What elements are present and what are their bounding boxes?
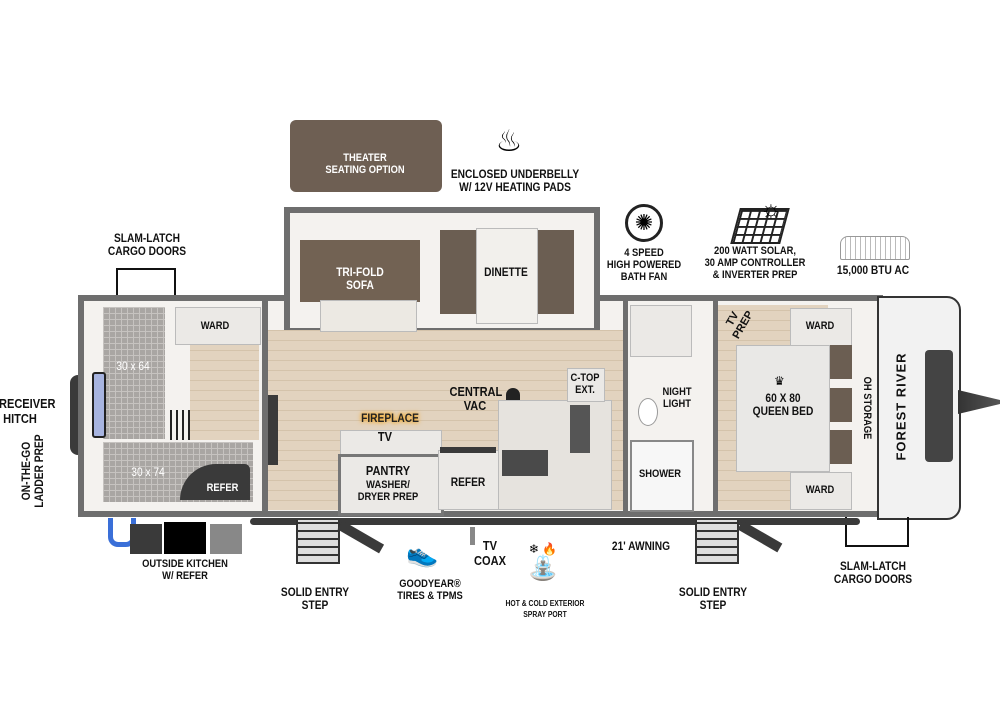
dinette-bench-left xyxy=(440,230,476,314)
goodyear-wingfoot-icon: 👟 xyxy=(406,538,439,568)
bunk-ladder xyxy=(170,410,192,440)
ctop-ext xyxy=(567,368,605,402)
cargo-door-rear xyxy=(116,268,176,298)
entry-step-2-label: SOLID ENTRY STEP xyxy=(678,585,748,612)
outside-kitchen-counter xyxy=(210,524,242,554)
front-window xyxy=(925,350,953,462)
fireplace-tv-cabinet xyxy=(340,430,442,456)
fireplace-label: FIREPLACE xyxy=(361,411,419,425)
tires-label: GOODYEAR® TIRES & TPMS xyxy=(397,578,463,602)
solar-label: 200 WATT SOLAR, 30 AMP CONTROLLER & INVE… xyxy=(704,245,806,281)
coax-connector-icon xyxy=(470,527,475,545)
sun-icon: ☼ xyxy=(760,196,782,223)
underbelly-label: ENCLOSED UNDERBELLY W/ 12V HEATING PADS xyxy=(450,167,580,194)
bunk-upper-label: 30 x 64 xyxy=(116,359,150,373)
refer-main xyxy=(438,450,500,510)
ac-unit-icon xyxy=(840,236,910,260)
outside-kitchen-label: OUTSIDE KITCHEN W/ REFER xyxy=(142,558,228,582)
ward-rear-label: WARD xyxy=(200,320,230,332)
sofa xyxy=(300,240,420,302)
dinette-table xyxy=(476,228,538,324)
entry-door-1[interactable] xyxy=(337,520,385,554)
refer-rear-label: REFER xyxy=(206,482,239,494)
entry-step-1-label: SOLID ENTRY STEP xyxy=(280,585,350,612)
refer-top xyxy=(440,447,496,453)
bath-fan-label: 4 SPEED HIGH POWERED BATH FAN xyxy=(606,247,682,283)
hitch-tongue xyxy=(958,390,1000,414)
receiver-hitch-label: 2" RECEIVER HITCH xyxy=(0,396,56,426)
queen-bed-label: 60 X 80 QUEEN BED xyxy=(752,391,814,418)
theater-seating-label: THEATER SEATING OPTION xyxy=(325,152,405,176)
sink xyxy=(570,405,590,453)
bath-vanity xyxy=(630,305,692,357)
entry-step-2[interactable] xyxy=(695,520,739,564)
ctop-label: C-TOP EXT. xyxy=(570,372,600,396)
oh-storage-door-2 xyxy=(830,388,852,422)
shower xyxy=(630,440,694,512)
theater-seating-icon xyxy=(290,120,442,192)
sofa-label: TRI-FOLD SOFA xyxy=(336,265,384,292)
bath-wall-right xyxy=(713,301,718,511)
ladder-prep-label: ON-THE-GO LADDER PREP xyxy=(19,434,46,508)
shower-label: SHOWER xyxy=(638,468,682,480)
pantry-label: PANTRY xyxy=(365,463,411,478)
awning-label: 21' AWNING xyxy=(611,539,671,553)
bath-wall-left xyxy=(623,301,628,511)
night-light-label: NIGHT LIGHT xyxy=(662,386,692,410)
pantry xyxy=(338,454,444,516)
oh-storage-door-3 xyxy=(830,430,852,464)
dinette-label: DINETTE xyxy=(484,265,528,279)
awning-rail xyxy=(250,518,860,525)
fan-icon: ✺ xyxy=(625,204,663,242)
ward-front-top-label: WARD xyxy=(805,320,835,332)
refer-main-label: REFER xyxy=(450,475,486,489)
tv-label: TV xyxy=(377,429,393,444)
toilet-icon xyxy=(638,398,658,426)
slam-latch-front-label: SLAM-LATCH CARGO DOORS xyxy=(833,559,913,586)
brand-logo: FOREST RIVER xyxy=(893,352,909,461)
entry-step-1[interactable] xyxy=(296,520,340,564)
sofa-cushion xyxy=(320,300,417,332)
spray-port-label: HOT & COLD EXTERIOR SPRAY PORT xyxy=(505,599,585,619)
outside-kitchen-refer xyxy=(164,522,206,554)
outside-kitchen-grill xyxy=(130,524,162,554)
washer-dryer-label: WASHER/ DRYER PREP xyxy=(357,479,419,503)
rear-window xyxy=(92,372,106,438)
tv-wall-rear xyxy=(268,395,278,465)
heat-icon: ♨ xyxy=(495,125,523,158)
oh-storage-door-1 xyxy=(830,345,852,379)
queen-bed xyxy=(736,345,830,472)
ac-label: 15,000 BTU AC xyxy=(836,263,910,277)
slam-latch-rear-label: SLAM-LATCH CARGO DOORS xyxy=(107,231,187,258)
bunk-upper xyxy=(103,307,165,439)
tv-coax-label: TV COAX xyxy=(474,538,506,568)
ward-rear xyxy=(175,307,261,345)
stove xyxy=(502,450,548,476)
dinette-bench-right xyxy=(538,230,574,314)
cargo-door-front xyxy=(845,517,909,547)
rear-floor xyxy=(190,345,259,440)
ward-front-top xyxy=(790,308,852,346)
crown-icon: ♛ xyxy=(774,374,785,388)
spray-port-icon: ❄ 🔥⛲ xyxy=(528,542,558,582)
ward-front-bottom-label: WARD xyxy=(805,484,835,496)
entry-door-2[interactable] xyxy=(737,520,783,553)
central-vac-label: CENTRAL VAC xyxy=(449,384,503,413)
bunk-lower-label: 30 x 74 xyxy=(131,465,165,479)
partition-wall xyxy=(262,301,268,511)
oh-storage-label: OH STORAGE xyxy=(861,376,873,440)
ward-front-bottom xyxy=(790,472,852,510)
